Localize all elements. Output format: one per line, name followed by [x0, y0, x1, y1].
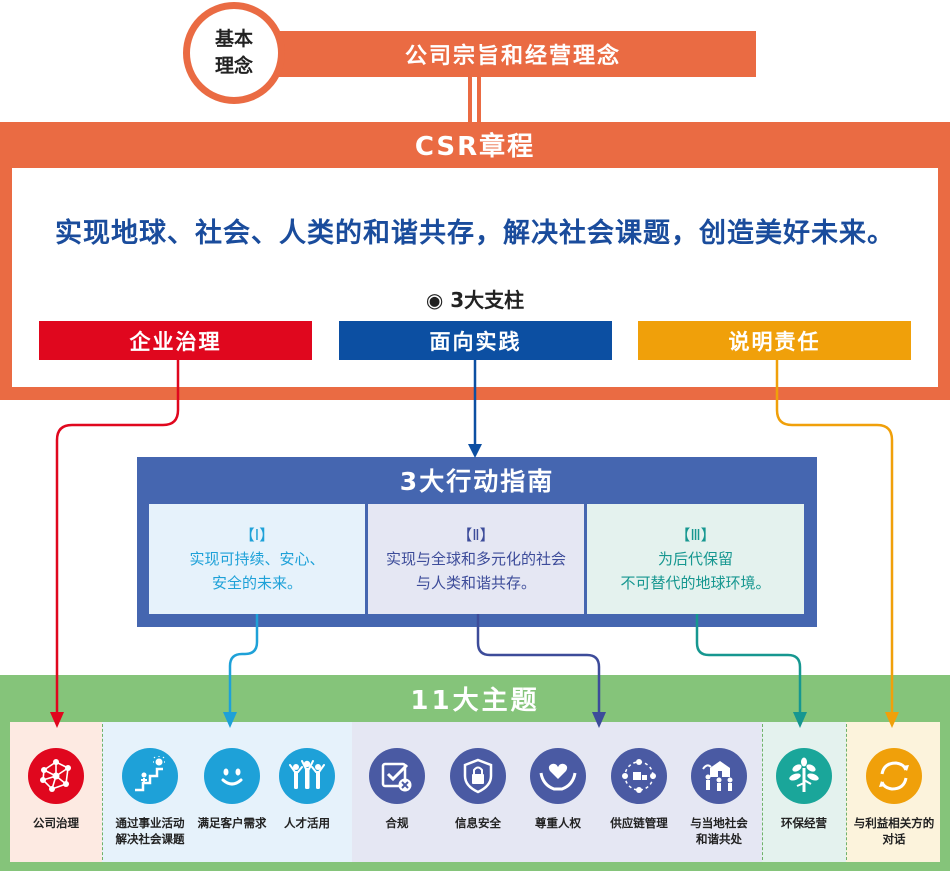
- theme-supply-chain: 供应链管理: [594, 748, 684, 831]
- network-icon: [28, 748, 84, 804]
- theme-local-community: 与当地社会 和谐共处: [674, 748, 764, 847]
- dialogue-cycle-icon: [866, 748, 922, 804]
- guideline-text-line: 实现与全球和多元化的社会: [385, 550, 566, 568]
- guideline-text-line: 与人类和谐共存。: [415, 574, 536, 592]
- basic-philosophy-badge: 基本 理念: [183, 2, 285, 104]
- smiley-face-icon: [204, 748, 260, 804]
- heart-hands-icon: [530, 748, 586, 804]
- pillar-label: 面向实践: [429, 329, 522, 354]
- guideline-2: 【Ⅱ】 实现与全球和多元化的社会 与人类和谐共存。: [368, 504, 584, 614]
- theme-label: 尊重人权: [535, 816, 581, 830]
- theme-label: 人才活用: [284, 816, 330, 830]
- pillar-accountability: 说明责任: [638, 321, 911, 360]
- guideline-number: 【Ⅰ】: [239, 526, 275, 544]
- theme-information-security: 信息安全: [433, 748, 523, 831]
- arrowhead-practice: [468, 444, 482, 458]
- theme-label: 与利益相关方的 对话: [853, 816, 935, 846]
- pillar-label: 说明责任: [728, 329, 821, 354]
- shield-lock-icon: [450, 748, 506, 804]
- mission-text: 公司宗旨和经营理念: [404, 44, 621, 69]
- people-cheering-icon: [279, 748, 335, 804]
- basic-philosophy-line1: 基本: [214, 28, 253, 50]
- pillar-label: 企业治理: [129, 329, 222, 354]
- basic-philosophy-line2: 理念: [214, 55, 253, 77]
- guideline-text-line: 为后代保留: [657, 550, 733, 568]
- mission-banner: 公司宗旨和经营理念: [240, 31, 756, 77]
- theme-label: 通过事业活动 解决社会课题: [115, 816, 185, 846]
- theme-customer-needs: 满足客户需求: [187, 748, 277, 831]
- theme-compliance: 合规: [352, 748, 442, 831]
- theme-label: 供应链管理: [610, 816, 668, 830]
- theme-stakeholder-dialogue: 与利益相关方的 对话: [849, 748, 939, 847]
- guidelines-title: 3大行动指南: [399, 467, 555, 496]
- group-divider: [846, 724, 847, 860]
- theme-label: 环保经营: [781, 816, 827, 830]
- pillar-governance: 企业治理: [39, 321, 312, 360]
- theme-label: 合规: [385, 816, 409, 830]
- theme-label: 满足客户需求: [197, 816, 267, 830]
- group-divider: [102, 724, 103, 860]
- guideline-number: 【Ⅲ】: [675, 526, 716, 544]
- guideline-number: 【Ⅱ】: [457, 526, 495, 544]
- guideline-1: 【Ⅰ】 实现可持续、安心、 安全的未来。: [149, 504, 365, 614]
- guideline-text-line: 实现可持续、安心、: [189, 550, 325, 568]
- supply-chain-icon: [611, 748, 667, 804]
- csr-charter-title: CSR章程: [414, 131, 536, 162]
- theme-environmental-management: 环保经营: [759, 748, 849, 831]
- theme-human-rights: 尊重人权: [513, 748, 603, 831]
- stairs-lightbulb-icon: [122, 748, 178, 804]
- community-icon: [691, 748, 747, 804]
- guideline-text-line: 安全的未来。: [211, 574, 302, 592]
- themes-title: 11大主题: [410, 685, 540, 716]
- compliance-check-icon: [369, 748, 425, 804]
- connector-line: [477, 76, 481, 124]
- theme-label: 信息安全: [455, 816, 501, 830]
- theme-corporate-governance: 公司治理: [11, 748, 101, 831]
- csr-vision-statement: 实现地球、社会、人类的和谐共存，解决社会课题，创造美好未来。: [55, 217, 895, 249]
- tree-icon: [776, 748, 832, 804]
- connector-line: [468, 76, 472, 124]
- guideline-text-line: 不可替代的地球环境。: [620, 574, 771, 592]
- theme-social-issues: 通过事业活动 解决社会课题: [105, 748, 195, 847]
- theme-label: 公司治理: [33, 816, 79, 830]
- pillar-practice: 面向实践: [339, 321, 612, 360]
- group-divider: [762, 724, 763, 860]
- guideline-3: 【Ⅲ】 为后代保留 不可替代的地球环境。: [587, 504, 804, 614]
- theme-talent: 人才活用: [262, 748, 352, 831]
- pillars-heading: ◉ 3大支柱: [425, 287, 525, 312]
- theme-label: 与当地社会 和谐共处: [690, 816, 748, 846]
